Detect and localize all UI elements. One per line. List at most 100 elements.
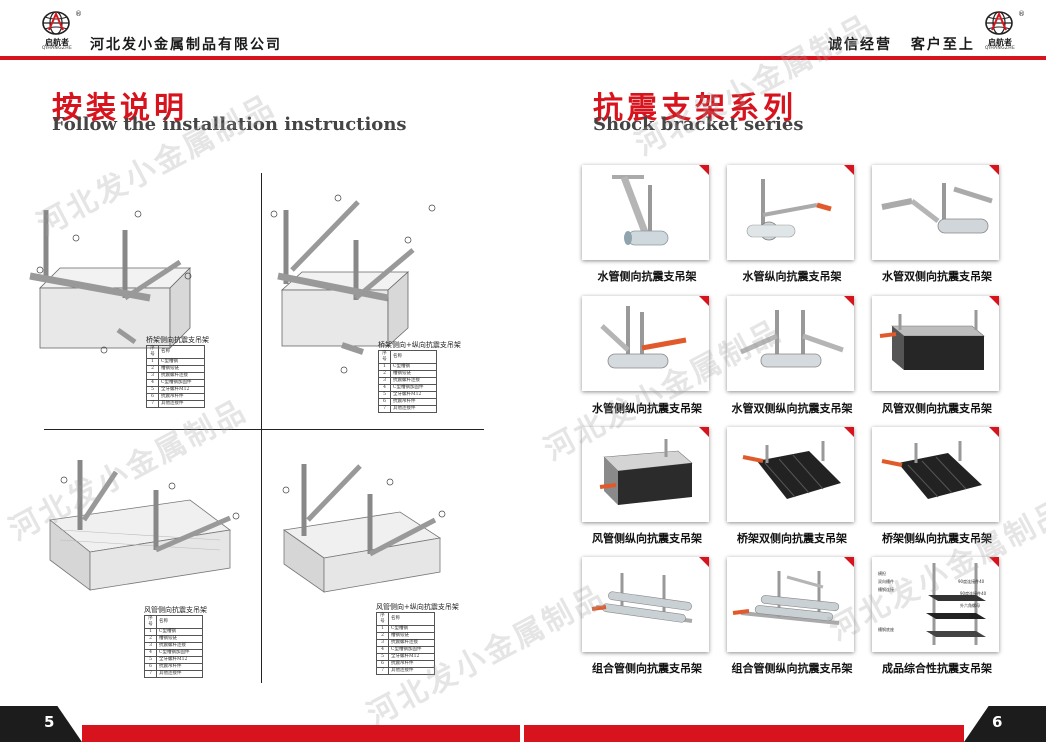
product-card[interactable]	[727, 427, 854, 522]
table-header-name: 名称	[388, 612, 435, 626]
callout-label: 90度连接件40	[958, 579, 985, 584]
registered-mark: ®	[1018, 10, 1025, 18]
quadrant-divider-vertical	[261, 173, 262, 683]
product-card[interactable]	[727, 296, 854, 391]
diagram-label: 桥架侧向抗震支吊架	[146, 336, 209, 344]
logo-text-cn: 启航者	[45, 38, 69, 47]
table-header-index: 序号	[144, 615, 157, 629]
duct-bracket-image	[599, 439, 693, 505]
pipe-bracket-image	[600, 306, 687, 369]
combo-pipe-bracket-image	[591, 573, 693, 623]
installation-diagram	[270, 194, 436, 374]
table-header-index: 序号	[376, 612, 389, 626]
product-card[interactable]	[727, 557, 854, 652]
product-caption: 组合管侧纵向抗震支吊架	[731, 662, 853, 675]
product-caption: 成品综合性抗震支吊架	[882, 662, 992, 675]
callout-label: 90度连接件40	[960, 591, 987, 596]
right-page-subtitle: Shock bracket series	[593, 114, 804, 135]
installation-diagram	[49, 460, 240, 591]
header-divider	[0, 56, 1046, 60]
table-header-name: 名称	[156, 615, 203, 629]
slogan: 诚信经营 客户至上	[828, 37, 975, 53]
product-caption: 风管侧纵向抗震支吊架	[592, 532, 702, 545]
table-header-index: 序号	[378, 350, 391, 364]
diagram-label: 风管侧向抗震支吊架	[144, 606, 207, 614]
product-card[interactable]	[582, 165, 709, 260]
product-caption: 组合管侧向抗震支吊架	[592, 662, 702, 675]
registered-mark: ®	[75, 10, 82, 18]
product-card[interactable]	[872, 165, 999, 260]
product-card[interactable]: 横担 双向槽件 槽钢连接 槽钢底座 90度连接件40 90度连接件40 外六角螺…	[872, 557, 999, 652]
callout-label: 槽钢底座	[878, 627, 894, 632]
logo-text-en: QIHANGZHE	[984, 46, 1016, 51]
globe-logo-icon	[42, 11, 70, 35]
product-caption: 风管双侧向抗震支吊架	[882, 402, 992, 415]
company-name: 河北发小金属制品有限公司	[90, 37, 282, 53]
product-card[interactable]	[872, 427, 999, 522]
product-caption: 水管侧纵向抗震支吊架	[592, 402, 702, 415]
footer-bar-left	[82, 725, 520, 742]
installation-diagram	[29, 210, 192, 354]
table-header-name: 名称	[158, 345, 205, 359]
product-caption: 水管双侧纵向抗震支吊架	[731, 402, 853, 415]
left-page-subtitle: Follow the installation instructions	[52, 114, 407, 135]
page-number-left: 5	[44, 713, 55, 731]
product-caption: 水管双侧向抗震支吊架	[882, 270, 992, 283]
product-caption: 水管纵向抗震支吊架	[742, 270, 842, 283]
tray-bracket-image	[881, 441, 982, 499]
logo-text-cn: 启航者	[988, 38, 1012, 47]
footer-bar-right	[524, 725, 964, 742]
product-card[interactable]	[582, 427, 709, 522]
right-page-title: 抗震支架系列	[593, 91, 797, 126]
page-number-tab-right	[964, 706, 1046, 742]
product-caption: 桥架侧纵向抗震支吊架	[882, 532, 992, 545]
installation-diagram	[282, 464, 446, 593]
pipe-bracket-image	[746, 179, 832, 241]
product-card[interactable]	[872, 296, 999, 391]
product-caption: 水管侧向抗震支吊架	[597, 270, 697, 283]
product-card[interactable]	[727, 165, 854, 260]
product-card[interactable]	[582, 557, 709, 652]
page-number-right: 6	[992, 713, 1003, 731]
combo-pipe-bracket-image	[732, 571, 840, 625]
page-number-tab-left	[0, 706, 82, 742]
pipe-bracket-image	[739, 310, 844, 368]
quadrant-divider-horizontal	[44, 429, 484, 430]
company-logo-right: ® 启航者 QIHANGZHE	[975, 10, 1025, 52]
left-page-title: 按装说明	[52, 91, 188, 126]
duct-bracket-image	[879, 310, 985, 370]
callout-label: 槽钢连接	[878, 587, 894, 592]
table-header-index: 序号	[146, 345, 159, 359]
product-card[interactable]	[582, 296, 709, 391]
logo-text-en: QIHANGZHE	[41, 46, 73, 51]
callout-label: 横担	[878, 571, 886, 576]
table-header-name: 名称	[390, 350, 437, 364]
